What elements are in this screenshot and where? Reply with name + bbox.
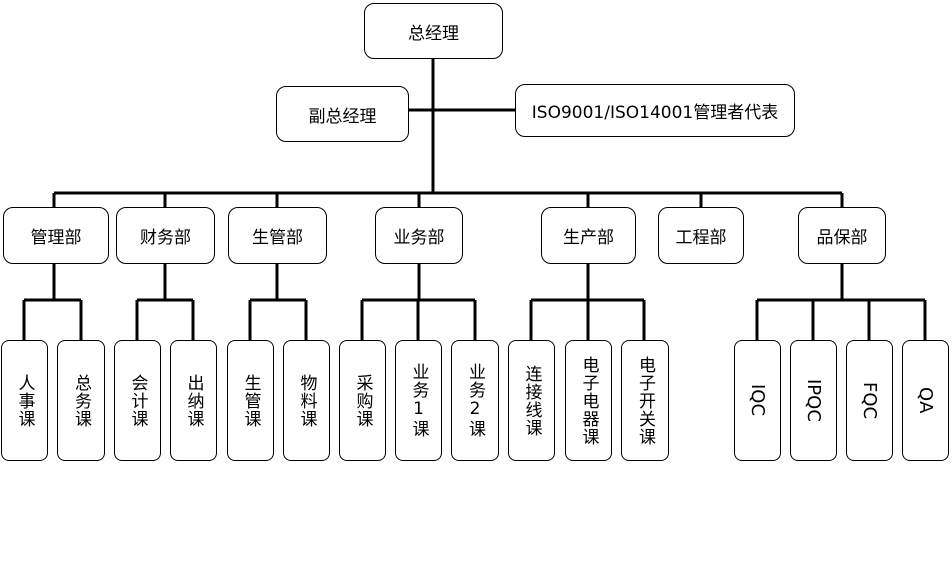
iso-representative-label: ISO9001/ISO14001管理者代表 xyxy=(531,103,779,123)
general-manager-box: 总经理 xyxy=(364,3,503,59)
section-label: 电子电器课 xyxy=(578,355,599,446)
section-box: 生管课 xyxy=(227,340,274,461)
section-label: 采购课 xyxy=(352,373,373,428)
section-label: 连接线课 xyxy=(521,364,542,437)
department-box-quality: 品保部 xyxy=(798,207,886,264)
section-label: 会计课 xyxy=(127,373,148,428)
section-label: 出纳课 xyxy=(183,373,204,428)
section-label: FQC xyxy=(859,381,880,420)
department-box-production-control: 生管部 xyxy=(228,207,327,264)
department-label: 业务部 xyxy=(393,228,445,248)
section-label: 物料课 xyxy=(296,373,317,428)
section-label: 生管课 xyxy=(240,373,261,428)
department-label: 工程部 xyxy=(675,228,727,248)
department-label: 生管部 xyxy=(252,228,303,248)
section-box: 电子开关课 xyxy=(621,340,669,461)
deputy-manager-box: 副总经理 xyxy=(276,86,409,142)
section-box: 业务2课 xyxy=(451,340,499,461)
department-box-finance: 财务部 xyxy=(116,207,215,264)
section-box: FQC xyxy=(846,340,893,461)
section-box: 人事课 xyxy=(1,340,48,461)
section-box: IPQC xyxy=(790,340,837,461)
section-label: IPQC xyxy=(803,379,824,422)
department-label: 品保部 xyxy=(816,228,868,248)
general-manager-label: 总经理 xyxy=(408,23,459,44)
department-label: 生产部 xyxy=(563,228,614,248)
iso-representative-box: ISO9001/ISO14001管理者代表 xyxy=(515,84,795,137)
section-box: 会计课 xyxy=(114,340,161,461)
section-box: 采购课 xyxy=(339,340,386,461)
section-label: 电子开关课 xyxy=(635,355,655,446)
department-label: 管理部 xyxy=(30,228,82,248)
section-label: 业务1课 xyxy=(408,363,429,438)
section-box: 连接线课 xyxy=(508,340,555,461)
section-label: IQC xyxy=(747,384,768,417)
section-label: QA xyxy=(915,387,936,414)
section-box: 物料课 xyxy=(283,340,330,461)
section-label: 人事课 xyxy=(14,373,35,428)
section-box: IQC xyxy=(734,340,781,461)
section-box: QA xyxy=(902,340,949,461)
section-box: 电子电器课 xyxy=(565,340,612,461)
department-box-engineering: 工程部 xyxy=(658,207,744,264)
department-label: 财务部 xyxy=(140,228,191,248)
department-box-production: 生产部 xyxy=(541,207,636,264)
section-label: 业务2课 xyxy=(465,363,485,438)
section-box: 出纳课 xyxy=(170,340,217,461)
department-box-admin: 管理部 xyxy=(3,207,109,264)
deputy-manager-label: 副总经理 xyxy=(308,106,377,127)
section-label: 总务课 xyxy=(71,373,91,428)
section-box: 总务课 xyxy=(57,340,105,461)
section-box: 业务1课 xyxy=(395,340,442,461)
department-box-sales: 业务部 xyxy=(375,207,463,264)
